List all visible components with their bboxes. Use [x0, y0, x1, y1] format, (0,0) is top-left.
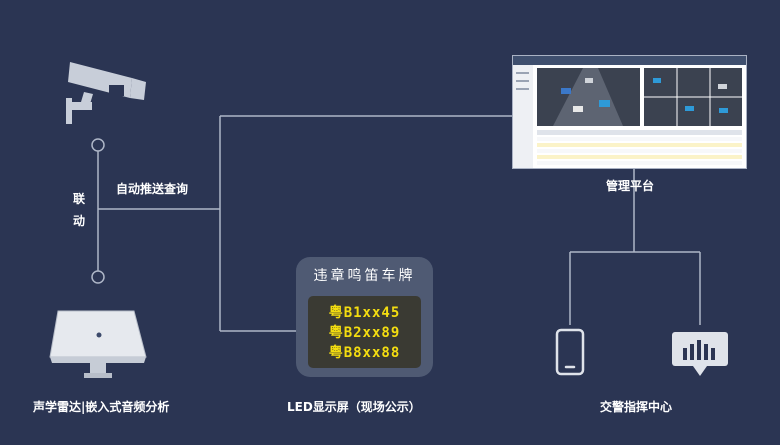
- linkage-node-bottom: [91, 270, 105, 284]
- led-title: 违章鸣笛车牌: [313, 268, 416, 284]
- platform-screenshot: [512, 55, 747, 169]
- command-center-label: 交警指挥中心: [600, 400, 673, 414]
- surveillance-camera-icon: [66, 62, 146, 124]
- led-caption: LED显示屏（现场公示）: [287, 400, 421, 414]
- linkage-label: 联 动: [72, 188, 86, 232]
- linkage-node-top: [91, 138, 105, 152]
- platform-label: 管理平台: [606, 179, 655, 193]
- linkage-char-1: 联: [72, 192, 85, 206]
- led-display-panel: 违章鸣笛车牌 粤B1xx45 粤B2xx89 粤B8xx88: [296, 257, 433, 377]
- plate-2: 粤B2xx89: [328, 325, 401, 341]
- led-screen: 粤B1xx45 粤B2xx89 粤B8xx88: [308, 296, 421, 368]
- acoustic-radar-device-icon: [49, 310, 147, 378]
- monitor-chart-icon: [672, 332, 728, 376]
- auto-push-label: 自动推送查询: [116, 182, 189, 196]
- plate-1: 粤B1xx45: [328, 305, 401, 321]
- plate-3: 粤B8xx88: [328, 345, 401, 361]
- linkage-char-2: 动: [72, 214, 85, 228]
- mobile-phone-icon: [555, 328, 585, 376]
- radar-label: 声学雷达|嵌入式音频分析: [33, 400, 170, 414]
- platform-screenshot-image: [513, 56, 746, 168]
